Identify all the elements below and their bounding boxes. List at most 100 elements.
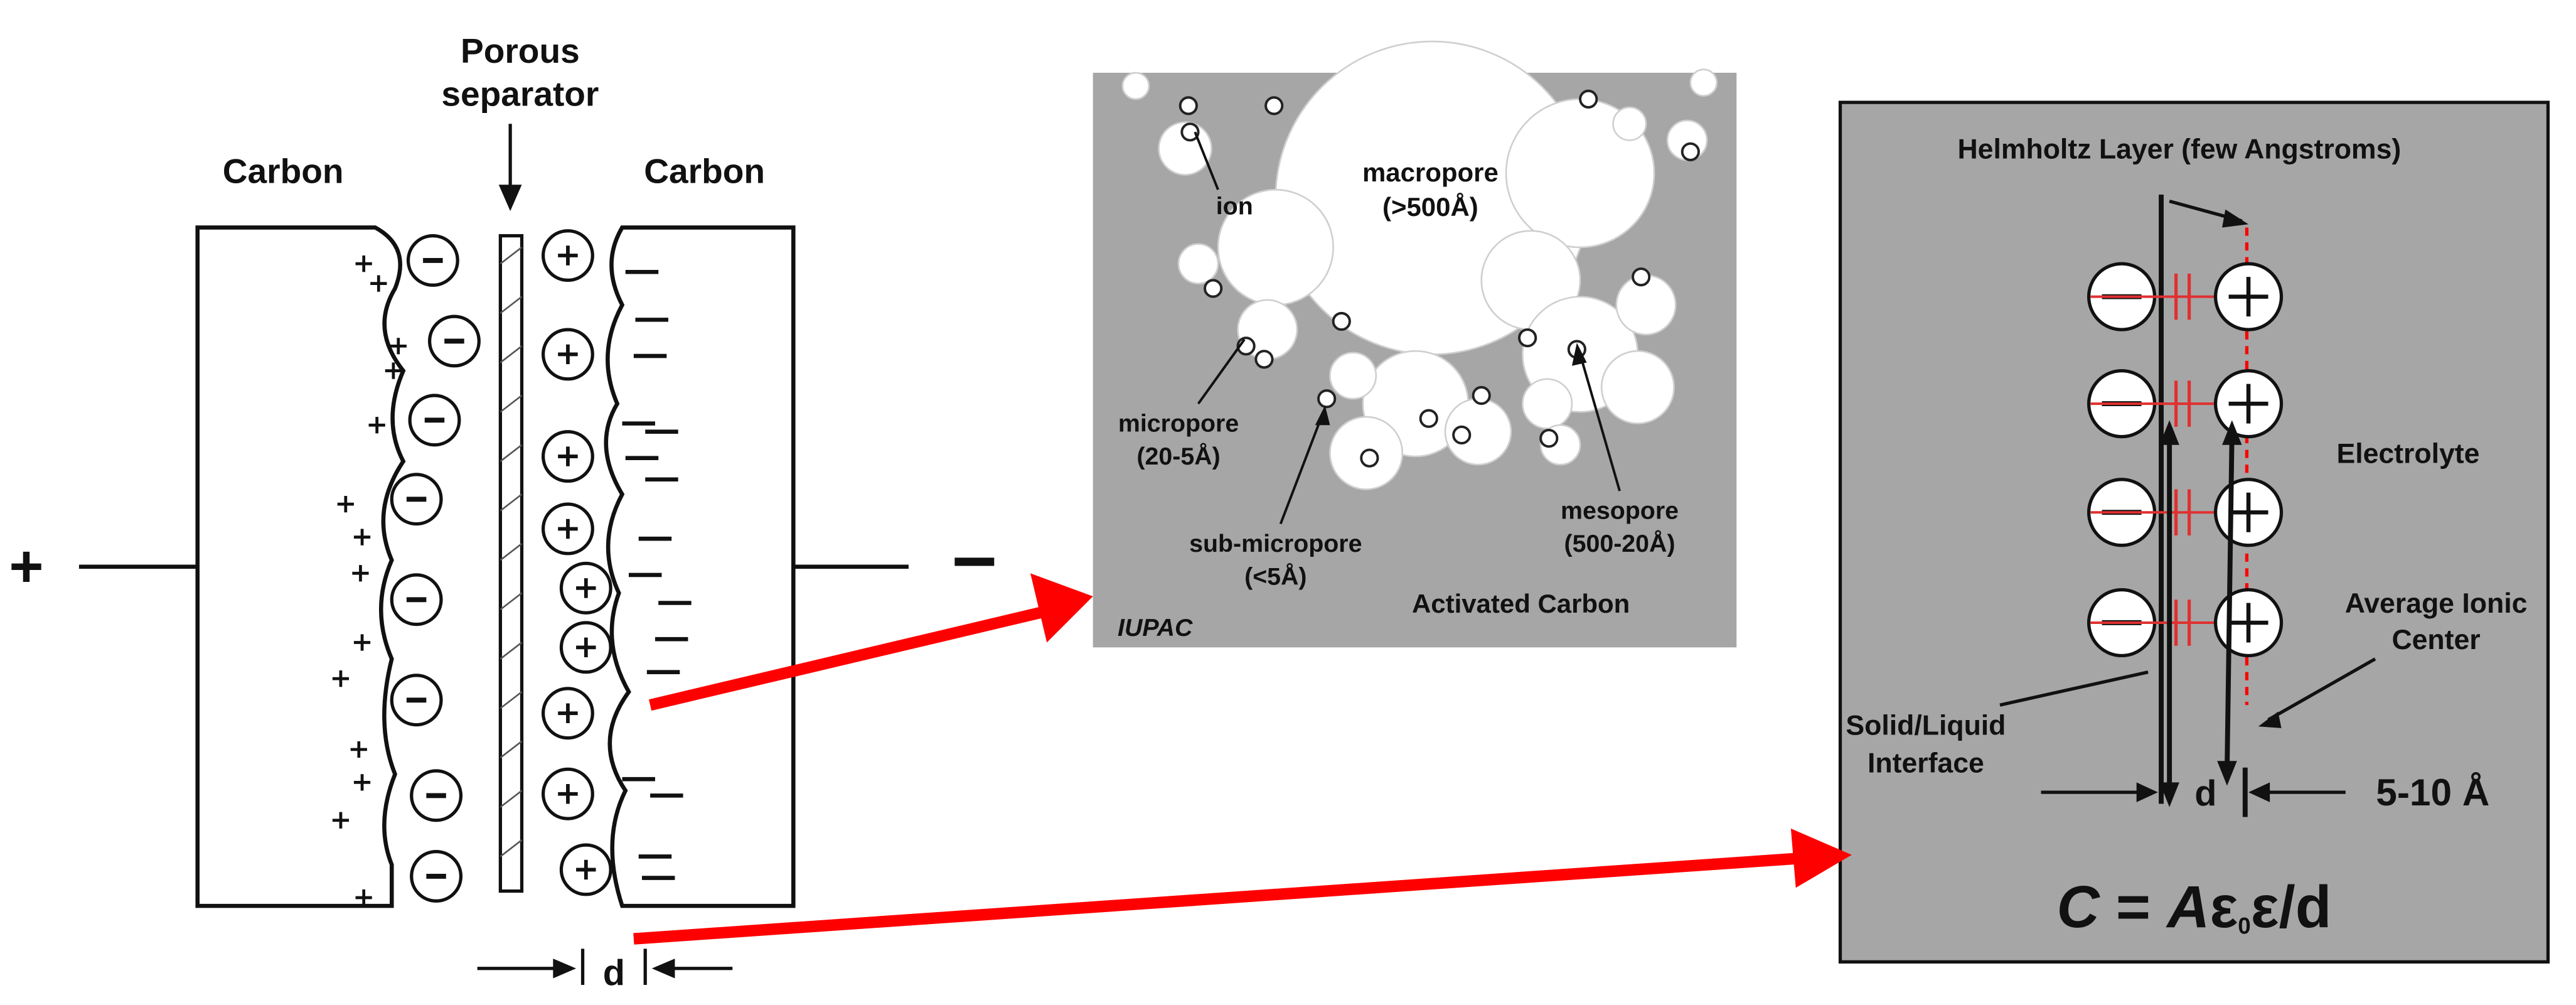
solid-liquid-interface-label-line2: Interface	[1868, 748, 1984, 779]
ion-dot	[1579, 89, 1598, 109]
interface-pointer	[1999, 670, 2149, 707]
ions	[1178, 89, 1700, 468]
solid-liquid-interface-label: Solid/Liquid	[1846, 710, 2006, 741]
dl-spacing-arrowhead-left	[2136, 782, 2158, 802]
micropore-label: micropore	[1118, 410, 1239, 438]
ionic-center-pointer	[2267, 657, 2376, 722]
ion-dot	[1254, 350, 1274, 369]
distance-range-label: 5-10 Å	[2376, 771, 2489, 814]
ion-dot	[1419, 409, 1438, 428]
submicropore-label: sub-micropore	[1189, 530, 1362, 557]
separator-hatching	[500, 246, 523, 857]
double-layer-panel-background	[1838, 100, 2550, 964]
right-cation-signs	[558, 245, 596, 880]
ion-pair	[2087, 588, 2284, 658]
mesopore-pointer-head	[1571, 343, 1587, 366]
average-ionic-center-label-line2: Center	[2392, 625, 2480, 655]
connector-arrows	[633, 573, 1852, 945]
micropore-circle	[1121, 72, 1150, 100]
helmholtz-layer-label: Helmholtz Layer (few Angstroms)	[1957, 134, 2401, 164]
formula-permittivity: ε	[2210, 874, 2238, 940]
interface-dimension-arrowhead-down	[2159, 782, 2179, 807]
formula-subscript: 0	[2238, 913, 2250, 939]
ion-dot	[1452, 425, 1472, 445]
double-layer-panel: Helmholtz Layer (few Angstroms)	[1838, 100, 2550, 964]
separator-label-line2: separator	[441, 74, 599, 113]
submicropore-pointer-head	[1315, 405, 1330, 426]
helmholtz-bracket-head	[2222, 209, 2249, 228]
ionic-center-pointer-head	[2258, 711, 2282, 728]
capacitor-icon	[2174, 489, 2191, 535]
ion-dot	[1632, 267, 1651, 287]
ion-dot	[1264, 96, 1284, 116]
pore-structure-panel: ion macropore (>500Å) micropore (20-5Å) …	[1093, 40, 1737, 648]
ion-pair	[2087, 262, 2284, 331]
micropore-circle	[1329, 352, 1377, 400]
capacitance-formula: C = Aε0ε/d	[2057, 874, 2332, 940]
separator-pointer-arrowhead	[498, 185, 522, 212]
ion-dot	[1332, 311, 1351, 331]
ion-dot	[1180, 122, 1200, 142]
separator-label: Porous	[461, 31, 580, 70]
ion-dot	[1204, 279, 1223, 298]
right-electrode-label: Carbon	[644, 152, 765, 191]
micropore-circle	[1521, 378, 1573, 429]
ion-dot	[1317, 389, 1337, 409]
ionic-center-dimension-line	[2224, 431, 2235, 771]
ion-dot	[1539, 429, 1559, 448]
mesopore-pointer	[1579, 353, 1621, 492]
formula-rest: ε/d	[2251, 874, 2332, 940]
average-ionic-center-label: Average Ionic	[2345, 588, 2528, 619]
arrow-to-double-layer-panel-head	[1790, 828, 1852, 888]
ionic-center-dimension-arrowhead-down	[2217, 761, 2237, 786]
dl-spacing-arrowhead-right	[2248, 782, 2270, 802]
ion-dot	[1518, 328, 1537, 348]
mesopore-label: mesopore	[1561, 497, 1679, 525]
arrow-to-double-layer-panel	[633, 852, 1803, 945]
ion-dot	[1360, 448, 1379, 468]
left-anion-signs	[406, 257, 464, 879]
formula-capacitance-symbol: C	[2057, 874, 2101, 940]
formula-equals: =	[2100, 874, 2167, 940]
arrow-to-pore-panel-head	[1030, 573, 1093, 643]
right-negative-charges	[622, 270, 692, 880]
capacitor-icon	[2174, 599, 2191, 646]
micropore-circle	[1177, 243, 1219, 284]
left-electrode-label: Carbon	[223, 152, 344, 191]
activated-carbon-label: Activated Carbon	[1412, 589, 1630, 618]
ion-dot	[1681, 142, 1700, 161]
cell-spacing-arrowhead-left	[553, 959, 577, 979]
dl-spacing-label: d	[2194, 773, 2216, 814]
micropore-circle	[1689, 68, 1718, 97]
capacitor-icon	[2174, 380, 2191, 427]
arrow-to-pore-panel	[648, 604, 1055, 711]
submicropore-range: (<5Å)	[1244, 563, 1307, 591]
micropore-circle	[1612, 106, 1647, 141]
ion-pointer	[1194, 131, 1219, 190]
iupac-label: IUPAC	[1118, 614, 1193, 642]
positive-terminal-sign: +	[9, 534, 43, 599]
mesopore-range: (500-20Å)	[1564, 530, 1675, 557]
ion-label: ion	[1216, 192, 1253, 220]
left-positive-charges	[332, 255, 407, 906]
ionic-center-dimension-arrowhead-up	[2222, 420, 2242, 445]
micropore-pointer	[1197, 338, 1246, 405]
ion-dot	[1472, 385, 1491, 406]
electrolyte-label: Electrolyte	[2336, 439, 2479, 470]
capacitor-icon	[2174, 273, 2191, 320]
left-anions	[390, 234, 481, 903]
cell-schematic: Porous separator Carbon Carbon +	[9, 31, 995, 993]
cell-spacing-arrowhead-right	[651, 959, 675, 979]
submicropore-pointer	[1279, 411, 1325, 525]
right-electrode	[604, 225, 796, 908]
cell-spacing-label: d	[603, 953, 625, 993]
ion-dot	[1178, 96, 1198, 116]
porous-separator	[498, 234, 524, 893]
micropore-range: (20-5Å)	[1136, 443, 1220, 470]
formula-area-symbol: A	[2166, 874, 2210, 940]
interface-dimension-arrowhead-up	[2159, 420, 2179, 445]
mesopore-circle	[1600, 350, 1675, 424]
macropore-range: (>500Å)	[1382, 192, 1478, 222]
left-electrode	[195, 225, 406, 908]
